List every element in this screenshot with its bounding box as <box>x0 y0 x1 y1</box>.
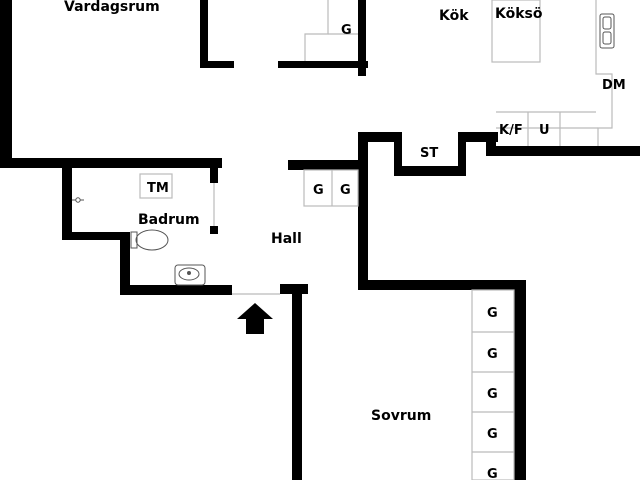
label-washing-machine: TM <box>147 181 169 196</box>
wall-bedroom-right <box>514 280 526 480</box>
wall-living-left <box>0 0 12 168</box>
label-oven: U <box>539 123 550 138</box>
label-wardrobe-bed-3: G <box>487 387 498 402</box>
wall-kitchen-bottom <box>486 146 640 156</box>
room-label-hall: Hall <box>271 231 302 247</box>
label-wardrobe-bed-5: G <box>487 467 498 480</box>
wall-top-right-stub <box>358 0 366 76</box>
sink-icon <box>174 264 206 286</box>
room-label-sovrum: Sovrum <box>371 408 431 424</box>
wall-bath-inner-left <box>120 232 130 294</box>
label-dishwasher: DM <box>602 78 626 93</box>
label-wardrobe-bed-1: G <box>487 306 498 321</box>
wall-storage-right <box>458 132 466 176</box>
wall-storage-left <box>394 132 402 176</box>
wall-bedroom-left <box>292 284 302 480</box>
room-label-kokso: Köksö <box>495 6 543 22</box>
wall-bath-step <box>62 232 130 240</box>
wall-hall-right <box>358 132 368 290</box>
wall-kitchen-south-b <box>458 132 498 142</box>
wall-kitchen-south-a <box>358 132 398 142</box>
wall-bath-bottom <box>120 285 232 295</box>
wall-hall-upper-right <box>288 160 368 170</box>
kitchen-sink-icon <box>599 13 615 49</box>
label-wardrobe-hall-1: G <box>313 183 324 198</box>
wall-bath-door-jamb <box>210 226 218 234</box>
room-label-vardagsrum: Vardagsrum <box>64 0 160 15</box>
room-label-kok: Kök <box>439 8 469 24</box>
toilet-icon <box>130 229 169 251</box>
label-wardrobe-hall-2: G <box>340 183 351 198</box>
wall-bath-stub <box>210 168 218 183</box>
label-wardrobe-bed-4: G <box>487 427 498 442</box>
wardrobe-top-outline <box>304 0 329 61</box>
wall-top-left-stub <box>200 0 208 68</box>
hall-wardrobe-frame <box>303 169 359 207</box>
wall-storage-bottom <box>394 166 466 176</box>
shower-tap-icon <box>72 197 84 203</box>
wall-top-left-foot <box>200 61 234 68</box>
wall-top-right-foot <box>278 61 368 68</box>
bedroom-wardrobe-frame <box>471 289 515 480</box>
fixtures-lines <box>139 0 613 480</box>
label-wardrobe-bed-2: G <box>487 347 498 362</box>
label-fridge-freezer: K/F <box>499 123 523 138</box>
room-label-badrum: Badrum <box>138 212 200 228</box>
kitchen-island <box>491 0 541 63</box>
wall-bath-outer-left <box>62 168 72 240</box>
washing-machine-box <box>139 173 173 199</box>
wall-bedroom-top <box>358 280 526 290</box>
label-wardrobe-top: G <box>341 23 352 38</box>
kitchen-counter <box>595 0 613 146</box>
label-storage: ST <box>420 146 438 161</box>
entrance-arrow-icon <box>237 303 273 334</box>
wall-living-bottom <box>0 158 222 168</box>
wall-kitchen-step <box>486 132 496 156</box>
